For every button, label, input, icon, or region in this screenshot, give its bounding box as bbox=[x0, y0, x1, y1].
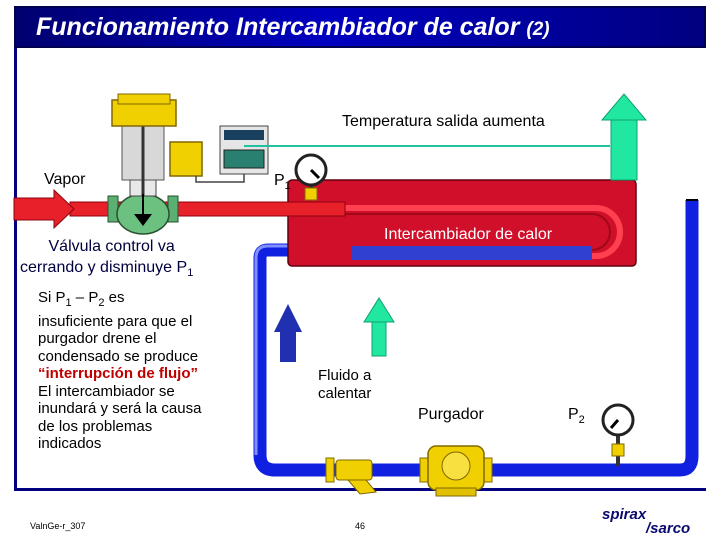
steam-inlet-arrow bbox=[13, 188, 75, 230]
title-bar bbox=[14, 6, 706, 48]
note-line-9: indicados bbox=[38, 435, 102, 452]
p1-letter: P bbox=[274, 172, 285, 189]
valve-down-arrow-head bbox=[134, 214, 152, 226]
note-line-1-sub1: 1 bbox=[65, 297, 72, 309]
brand-logo: spirax /sarco bbox=[602, 506, 691, 537]
valve-positioner bbox=[169, 141, 203, 177]
trap-flange-right bbox=[483, 457, 493, 483]
valve-caption-line2: cerrando y disminuye P1 bbox=[20, 257, 193, 284]
exchanger-tube-u bbox=[332, 205, 623, 259]
p2-gauge-siphon bbox=[611, 443, 625, 457]
exchanger-body bbox=[287, 179, 637, 267]
p1-gauge-siphon bbox=[304, 187, 318, 201]
trap-label: Purgador bbox=[418, 406, 484, 423]
blue-arrow-head bbox=[274, 304, 302, 332]
p1-subscript: 1 bbox=[284, 180, 291, 193]
blue-arrow-shaft bbox=[280, 330, 296, 362]
strainer-body bbox=[335, 459, 373, 481]
slide-title-suffix: (2) bbox=[526, 19, 550, 40]
outlet-arrow-head bbox=[600, 93, 648, 121]
note-line-6: El intercambiador se bbox=[38, 382, 175, 400]
note-line-8: de los problemas bbox=[38, 417, 153, 435]
actuator-cap bbox=[117, 93, 171, 105]
valve-caption-line2-text: cerrando y disminuye P bbox=[20, 259, 188, 276]
note-line-1: Si P1 – P2 es bbox=[38, 289, 253, 313]
p1-gauge-needle bbox=[309, 168, 321, 180]
strainer-flange bbox=[325, 457, 335, 483]
valve-flange-left bbox=[107, 195, 119, 223]
condensate-pipe-highlight bbox=[254, 244, 330, 455]
note-line-4: condensado se produce bbox=[38, 347, 199, 365]
controller-display bbox=[223, 149, 265, 169]
valve-caption-line2-sub: 1 bbox=[187, 267, 194, 280]
temperature-outlet-label: Temperatura salida aumenta bbox=[342, 113, 545, 130]
condensate-header bbox=[352, 246, 592, 260]
controller-label bbox=[224, 130, 264, 140]
trap-base bbox=[435, 487, 477, 497]
brand-logo-line1: spirax bbox=[602, 506, 647, 523]
valve-flange-right bbox=[167, 195, 179, 223]
note-line-3: purgador drene el bbox=[38, 330, 157, 347]
condensate-pipe bbox=[253, 200, 699, 477]
note-line-5: “interrupción de flujo” bbox=[38, 365, 198, 382]
strainer-leg bbox=[346, 479, 377, 495]
explanation-note: Si P1 – P2 es insuficiente para que el p… bbox=[38, 289, 253, 453]
fluid-arrow-shaft bbox=[371, 319, 387, 357]
outlet-arrow-shaft bbox=[610, 117, 638, 181]
fluid-label-line1: Fluido a bbox=[318, 367, 372, 384]
exchanger-tube-u-inner bbox=[332, 213, 611, 251]
note-line-1-mid: – P bbox=[71, 289, 99, 306]
steam-label: Vapor bbox=[44, 171, 86, 188]
valve-caption-line1: Válvula control va bbox=[48, 238, 175, 255]
left-rule bbox=[14, 48, 17, 488]
p2-gauge-needle bbox=[609, 419, 620, 429]
fluid-label-line2: calentar bbox=[318, 385, 372, 402]
p1-label: P1 bbox=[274, 172, 291, 192]
slide-title-main: Funcionamiento Intercambiador de calor bbox=[36, 13, 520, 41]
note-line-1-pre: Si P bbox=[38, 289, 66, 306]
signal-line bbox=[195, 174, 245, 183]
note-line-1-sub2: 2 bbox=[98, 297, 105, 309]
trap-flange-left bbox=[419, 457, 429, 483]
note-line-1-post: es bbox=[104, 289, 125, 306]
trap-cover bbox=[441, 451, 471, 481]
note-line-7: inundará y será la causa bbox=[38, 400, 202, 417]
page-number: 46 bbox=[355, 521, 366, 531]
p2-label: P2 bbox=[568, 406, 585, 426]
p2-subscript: 2 bbox=[578, 414, 585, 427]
fluid-label: Fluido a calentar bbox=[318, 367, 371, 403]
slide-title: Funcionamiento Intercambiador de calor (… bbox=[36, 13, 550, 42]
note-line-2: insuficiente para que el bbox=[38, 312, 193, 330]
exchanger-label: Intercambiador de calor bbox=[384, 226, 553, 243]
p2-letter: P bbox=[568, 406, 579, 423]
fluid-arrow-head bbox=[363, 297, 395, 323]
footer-code: ValnGe-r_307 bbox=[30, 521, 86, 531]
brand-logo-line2: /sarco bbox=[646, 520, 691, 537]
valve-caption: Válvula control va cerrando y disminuye … bbox=[20, 236, 193, 284]
